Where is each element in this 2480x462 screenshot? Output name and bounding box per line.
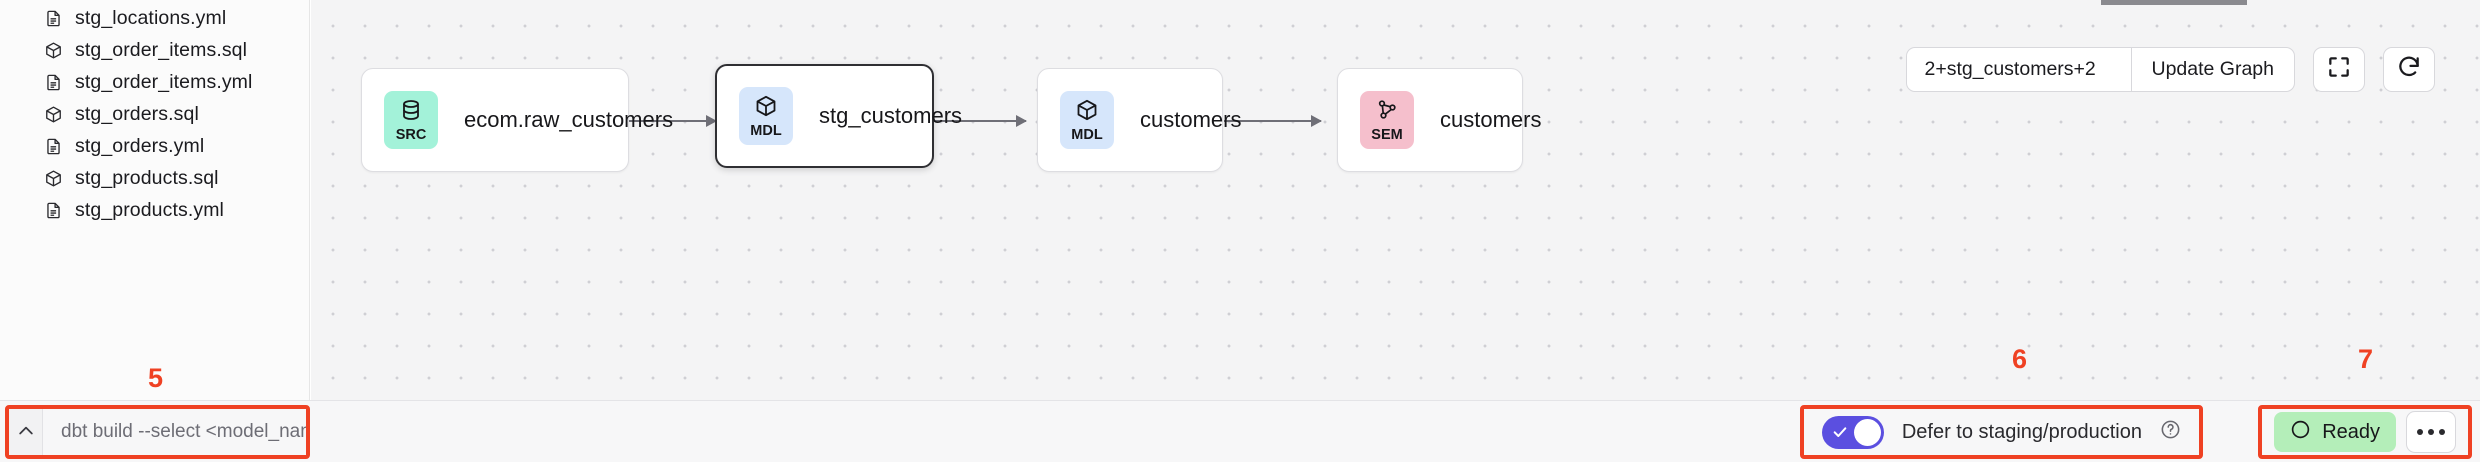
cube-model-icon	[754, 94, 778, 123]
semantic-graph-icon	[1375, 98, 1399, 127]
command-bar	[5, 405, 310, 459]
status-area: Ready	[2258, 405, 2472, 459]
refresh-icon	[2396, 54, 2422, 85]
fullscreen-button[interactable]	[2313, 47, 2365, 92]
cube-model-icon	[44, 105, 63, 124]
node-title: stg_customers	[819, 103, 963, 128]
node-badge-label: MDL	[750, 122, 782, 139]
annotation-5: 5	[148, 363, 164, 393]
update-graph-button[interactable]: Update Graph	[2130, 48, 2295, 91]
status-badge-ready[interactable]: Ready	[2274, 412, 2396, 452]
file-list-item[interactable]: stg_orders.sql	[0, 98, 309, 130]
node-badge-label: SRC	[395, 126, 427, 143]
file-list-item[interactable]: stg_order_items.yml	[0, 66, 309, 98]
defer-toggle-switch[interactable]	[1821, 415, 1884, 449]
file-list: stg_locations.yml stg_order_items.sql stg_…	[0, 2, 309, 226]
graph-node-ecom-raw-customers[interactable]: SRC ecom.raw_customers	[361, 68, 673, 172]
more-options-button[interactable]	[2406, 411, 2456, 453]
node-badge-src: SRC	[384, 91, 438, 149]
more-horizontal-icon	[2417, 429, 2423, 435]
graph-selector-group: Update Graph	[1905, 47, 2295, 92]
command-bar-collapse-button[interactable]	[9, 409, 43, 455]
check-icon	[1832, 424, 1848, 445]
file-list-item[interactable]: stg_order_items.sql	[0, 34, 309, 66]
status-circle-icon	[2290, 419, 2311, 445]
graph-node-customers-semantic[interactable]: SEM customers	[1337, 68, 1541, 172]
edge-src-to-stg	[628, 115, 717, 125]
file-list-item[interactable]: stg_locations.yml	[0, 2, 309, 34]
file-document-icon	[44, 73, 63, 92]
node-badge-mdl: MDL	[1060, 91, 1114, 149]
file-name-label: stg_orders.yml	[75, 134, 205, 157]
annotation-7: 7	[2358, 344, 2374, 374]
graph-node-customers-model[interactable]: MDL customers	[1037, 68, 1241, 172]
file-document-icon	[44, 137, 63, 156]
refresh-button[interactable]	[2383, 47, 2435, 92]
more-horizontal-icon	[2439, 429, 2445, 435]
file-document-icon	[44, 9, 63, 28]
node-title: customers	[1140, 107, 1242, 132]
graph-toolbar: Update Graph	[1905, 47, 2435, 92]
graph-selector-input[interactable]	[1906, 48, 2131, 91]
tab-scroll-indicator	[2101, 0, 2247, 5]
file-document-icon	[44, 201, 63, 220]
chevron-up-icon	[16, 421, 36, 444]
file-explorer-sidebar: stg_locations.yml stg_order_items.sql stg_…	[0, 0, 310, 400]
cube-model-icon	[44, 169, 63, 188]
cube-model-icon	[1075, 98, 1099, 127]
bottom-status-bar: Defer to staging/production Ready	[0, 400, 2480, 462]
fullscreen-icon	[2326, 54, 2352, 85]
file-name-label: stg_order_items.sql	[75, 38, 248, 61]
file-name-label: stg_products.yml	[75, 198, 224, 221]
status-label: Ready	[2322, 420, 2380, 443]
node-badge-sem: SEM	[1360, 91, 1414, 149]
file-list-item[interactable]: stg_products.sql	[0, 162, 309, 194]
toggle-knob	[1853, 418, 1881, 446]
database-icon	[399, 98, 423, 127]
file-name-label: stg_products.sql	[75, 166, 219, 189]
edge-stg-to-customers	[933, 115, 1027, 125]
file-list-item[interactable]: stg_products.yml	[0, 194, 309, 226]
cube-model-icon	[44, 41, 63, 60]
graph-node-stg-customers[interactable]: MDL stg_customers	[715, 64, 962, 168]
node-badge-mdl: MDL	[739, 87, 793, 145]
node-badge-label: MDL	[1071, 126, 1103, 143]
defer-label: Defer to staging/production	[1901, 420, 2142, 443]
file-name-label: stg_locations.yml	[75, 6, 227, 29]
help-circle-icon[interactable]	[2160, 419, 2181, 445]
node-title: ecom.raw_customers	[464, 107, 674, 132]
file-name-label: stg_orders.sql	[75, 102, 199, 125]
more-horizontal-icon	[2428, 429, 2434, 435]
file-name-label: stg_order_items.yml	[75, 70, 253, 93]
defer-setting: Defer to staging/production	[1799, 405, 2203, 459]
node-badge-label: SEM	[1371, 126, 1403, 143]
annotation-6: 6	[2012, 344, 2028, 374]
file-list-item[interactable]: stg_orders.yml	[0, 130, 309, 162]
node-title: customers	[1440, 107, 1542, 132]
command-input[interactable]	[43, 409, 306, 455]
edge-customers-to-sem	[1224, 115, 1322, 125]
lineage-graph-canvas[interactable]: Update Graph	[311, 0, 2480, 400]
